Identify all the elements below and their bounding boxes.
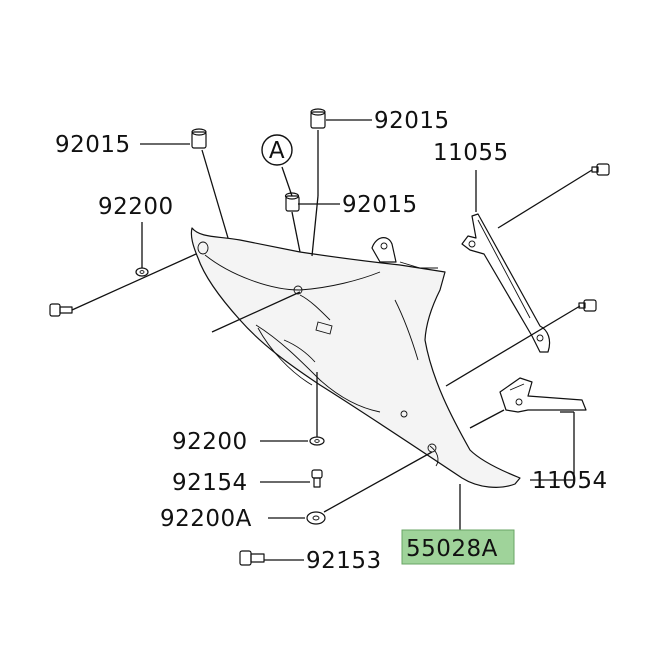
bracket-icon[interactable] xyxy=(461,213,551,353)
washer-icon[interactable] xyxy=(306,511,326,525)
bolt-icon[interactable] xyxy=(591,163,610,176)
bolt-icon[interactable] xyxy=(311,469,323,488)
label-92015-middle[interactable]: 92015 xyxy=(342,192,418,218)
callout-a-label: A xyxy=(269,138,285,164)
label-92200-lower[interactable]: 92200 xyxy=(172,429,248,455)
callout-a[interactable]: A xyxy=(261,134,293,166)
collar-icon[interactable] xyxy=(310,108,326,129)
washer-icon[interactable] xyxy=(309,436,325,446)
label-92200-left[interactable]: 92200 xyxy=(98,194,174,220)
label-92015-top-left[interactable]: 92015 xyxy=(55,132,131,158)
washer-icon[interactable] xyxy=(135,267,149,277)
label-92200A[interactable]: 92200A xyxy=(160,506,252,532)
bolt-icon[interactable] xyxy=(239,550,265,566)
label-11054[interactable]: 11054 xyxy=(532,468,608,494)
bolt-icon[interactable] xyxy=(578,299,597,312)
label-92153[interactable]: 92153 xyxy=(306,548,382,574)
label-55028A[interactable]: 55028A xyxy=(406,536,498,562)
label-11055[interactable]: 11055 xyxy=(433,140,509,166)
label-92015-top-center[interactable]: 92015 xyxy=(374,108,450,134)
bracket-icon[interactable] xyxy=(499,377,587,413)
label-92154[interactable]: 92154 xyxy=(172,470,248,496)
bolt-icon[interactable] xyxy=(49,303,73,317)
collar-icon[interactable] xyxy=(191,128,207,149)
leader-lines xyxy=(71,119,593,561)
highlight-box xyxy=(401,529,515,565)
